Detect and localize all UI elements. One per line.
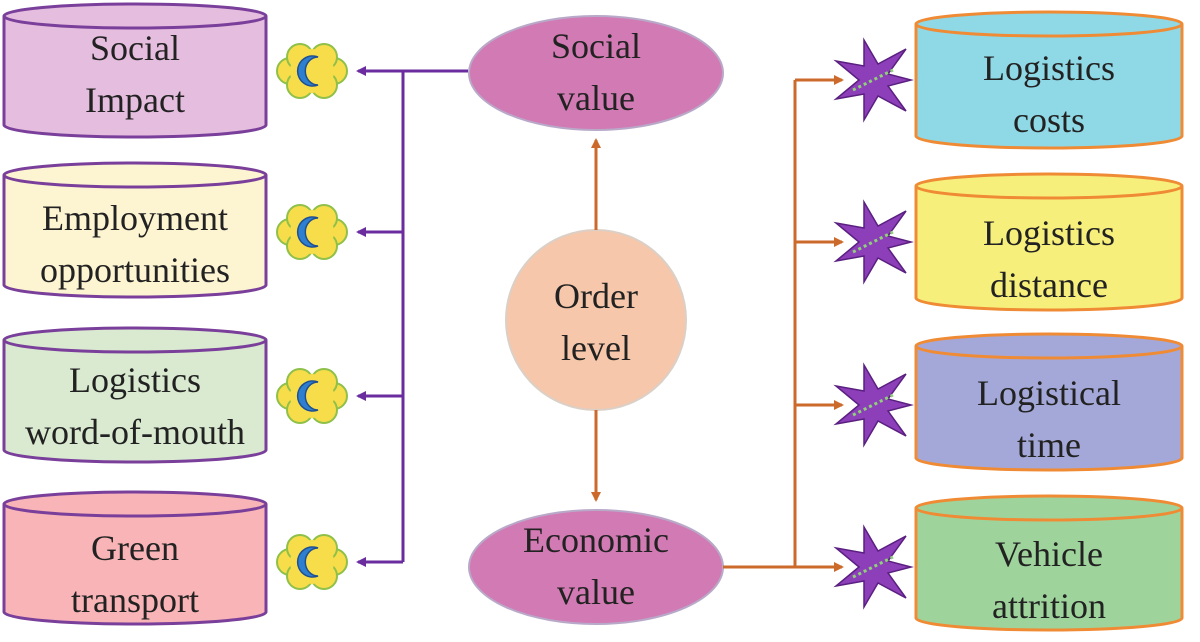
- social-item-label-line2: opportunities: [40, 250, 230, 290]
- cloud-moon-icon: [276, 368, 348, 424]
- social-item-label-line1: Logistics: [69, 360, 201, 400]
- economic-item-logistics-distance: Logistics distance: [914, 172, 1184, 312]
- economic-item-logistics-costs: Logistics costs: [914, 10, 1184, 150]
- social-item-label-line1: Green: [91, 528, 179, 568]
- economic-item-label-line1: Logistical: [977, 373, 1121, 413]
- economic-item-label-line1: Logistics: [983, 48, 1115, 88]
- social-item-logistics-word-of-mouth: Logistics word-of-mouth: [2, 326, 268, 464]
- social-item-label-line2: word-of-mouth: [25, 412, 245, 452]
- center-line2: level: [561, 328, 631, 368]
- star-burst-icon: [833, 199, 914, 285]
- cloud-moon-icon: [276, 43, 348, 99]
- economic-value-line1: Economic: [523, 520, 669, 560]
- economic-item-label-line1: Logistics: [983, 213, 1115, 253]
- social-item-label-line2: transport: [71, 580, 199, 620]
- economic-item-label-line1: Vehicle: [995, 534, 1103, 574]
- economic-item-label-line2: attrition: [992, 586, 1106, 626]
- star-burst-icon: [833, 524, 914, 610]
- economic-item-vehicle-attrition: Vehicle attrition: [914, 494, 1184, 632]
- economic-item-label-line2: time: [1017, 425, 1081, 465]
- cloud-moon-icon: [276, 204, 348, 260]
- social-connector: [356, 66, 468, 567]
- economic-value-line2: value: [557, 572, 635, 612]
- social-item-label-line2: Impact: [85, 80, 185, 120]
- social-item-label-line1: Social: [90, 28, 180, 68]
- social-item-employment-opportunities: Employment opportunities: [2, 161, 268, 299]
- economic-item-logistical-time: Logistical time: [914, 332, 1184, 472]
- economic-item-label-line2: distance: [990, 265, 1108, 305]
- social-item-green-transport: Green transport: [2, 490, 268, 626]
- center-line1: Order: [554, 276, 638, 316]
- economic-value-node: Economic value: [468, 509, 724, 625]
- cloud-moon-icon: [276, 534, 348, 590]
- economic-item-label-line2: costs: [1013, 100, 1085, 140]
- social-value-line2: value: [557, 78, 635, 118]
- social-item-label-line1: Employment: [42, 198, 228, 238]
- social-value-node: Social value: [468, 15, 724, 131]
- star-burst-icon: [833, 37, 914, 123]
- center-node: Order level: [505, 229, 687, 411]
- star-burst-icon: [833, 362, 914, 448]
- social-item-social-impact: Social Impact: [2, 2, 268, 139]
- economic-connector: [723, 75, 844, 572]
- social-value-line1: Social: [551, 26, 641, 66]
